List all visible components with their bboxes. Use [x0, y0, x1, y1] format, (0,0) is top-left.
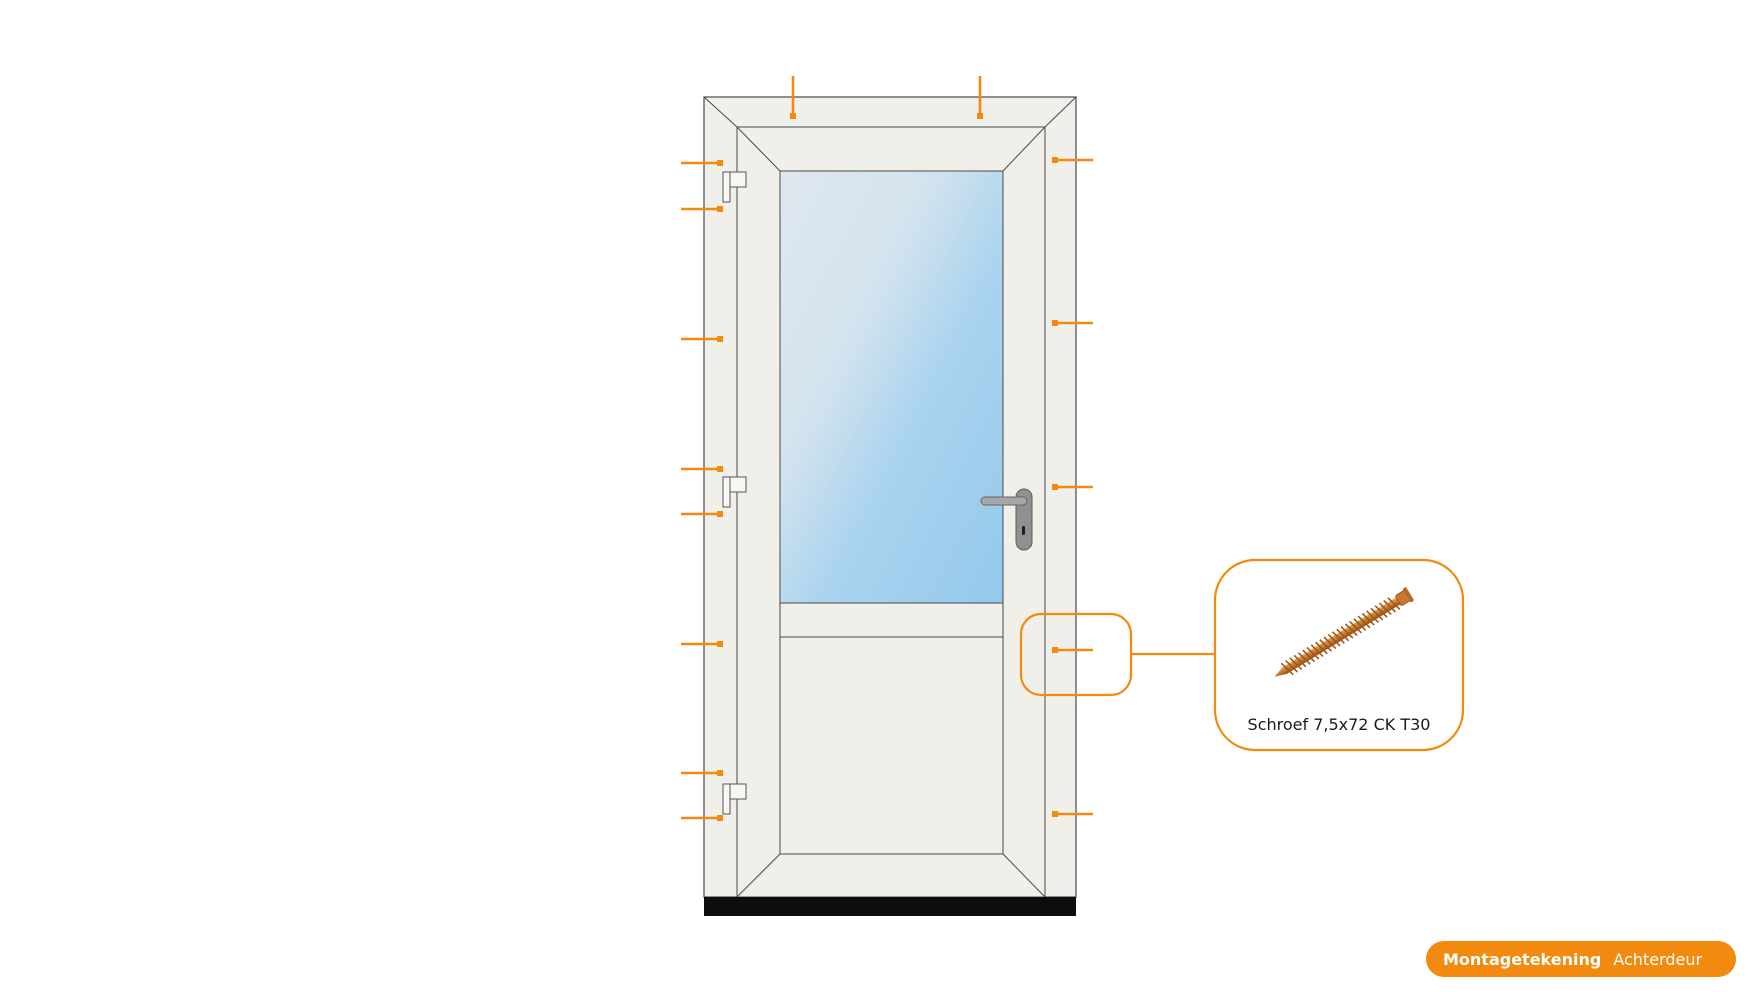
fixing-point-right-3 — [1052, 484, 1093, 490]
screw-thread — [1280, 662, 1294, 676]
screw-thread — [1302, 649, 1316, 663]
screw-thread — [1357, 615, 1371, 629]
frame-miter-top-right — [1044, 96, 1077, 128]
title-badge: Montagetekening Achterdeur — [1426, 941, 1736, 977]
screw-head-cap — [1402, 587, 1414, 603]
screw-thread — [1285, 659, 1298, 673]
fixing-dot — [717, 206, 723, 212]
screw-thread — [1314, 641, 1328, 655]
screw-thread — [1340, 625, 1354, 639]
screw-thread — [1344, 623, 1358, 637]
screw-thread — [1366, 610, 1379, 624]
sash-miter-top-left — [736, 126, 781, 172]
screw-thread — [1361, 612, 1375, 626]
hinge-knuckle — [722, 476, 731, 508]
door-handle-icon — [980, 488, 1033, 551]
fixing-dot — [717, 336, 723, 342]
fixing-dot — [790, 113, 796, 119]
fixing-dot — [717, 466, 723, 472]
screw-thread — [1370, 607, 1384, 621]
fixing-point-left-7 — [681, 770, 723, 776]
keyhole — [1022, 526, 1025, 535]
fixing-point-left-5 — [681, 511, 723, 517]
fixing-dot — [717, 160, 723, 166]
fixing-point-left-8 — [681, 815, 723, 821]
screw-thread — [1289, 657, 1303, 671]
screw-thread — [1297, 652, 1311, 665]
hinge-icon — [722, 476, 747, 508]
screw-thread — [1378, 602, 1392, 616]
callout-caption: Schroef 7,5x72 CK T30 — [1248, 715, 1431, 734]
threshold — [704, 897, 1076, 916]
fixing-dot — [717, 511, 723, 517]
fixing-point-top-1 — [790, 76, 796, 119]
fixing-point-left-4 — [681, 466, 723, 472]
screw-callout: Schroef 7,5x72 CK T30 — [1213, 558, 1465, 752]
screw-threads — [1280, 597, 1401, 676]
screw-thread — [1383, 599, 1397, 613]
screw-thread — [1336, 628, 1350, 642]
fixing-dot — [717, 770, 723, 776]
fixing-point-left-2 — [681, 206, 723, 212]
screw-thread — [1387, 597, 1401, 610]
callout-box — [1213, 558, 1465, 752]
mid-rail — [779, 602, 1004, 638]
screw-thread — [1327, 633, 1341, 647]
screw-icon — [1274, 587, 1414, 677]
hinge-icon — [722, 171, 747, 203]
badge-title: Montagetekening — [1443, 949, 1602, 969]
fixing-dot — [977, 113, 983, 119]
lower-panel — [779, 636, 1004, 855]
handle-lever — [980, 496, 1028, 506]
fixing-point-right-2 — [1052, 320, 1093, 326]
fixing-point-right-5 — [1052, 811, 1093, 817]
screw-thread — [1310, 644, 1324, 657]
screw-thread — [1353, 618, 1367, 631]
screw-thread — [1374, 605, 1388, 618]
fixing-point-left-3 — [681, 336, 723, 342]
screw-thread — [1293, 654, 1307, 668]
sash-miter-bottom-left — [736, 853, 781, 898]
sash-miter-bottom-right — [1002, 853, 1046, 898]
screw-thread — [1323, 636, 1337, 650]
frame-miter-top-left — [703, 96, 738, 128]
screw-thread — [1319, 639, 1333, 652]
fixing-point-right-4 — [1052, 647, 1093, 653]
fixing-point-left-6 — [681, 641, 723, 647]
hinge-knuckle — [722, 783, 731, 815]
fixing-points — [681, 76, 1093, 821]
glass-pane — [779, 170, 1004, 604]
screw-thread — [1349, 620, 1362, 634]
fixing-dot — [1052, 484, 1058, 490]
sash-miter-top-right — [1002, 126, 1046, 172]
fixing-point-right-1 — [1052, 157, 1093, 163]
screw-thread — [1306, 646, 1320, 660]
fixing-dot — [717, 641, 723, 647]
badge-subtitle: Achterdeur — [1613, 949, 1703, 969]
screw-thread — [1331, 631, 1345, 644]
hinge-knuckle — [722, 171, 731, 203]
fixing-dot — [1052, 157, 1058, 163]
hinges — [722, 171, 747, 815]
fixing-point-top-2 — [977, 76, 983, 119]
fixing-point-left-1 — [681, 160, 723, 166]
fixing-dot — [1052, 811, 1058, 817]
sash-frame — [736, 126, 1046, 898]
hinge-icon — [722, 783, 747, 815]
fixing-dot — [717, 815, 723, 821]
fixing-dot — [1052, 647, 1058, 653]
fixing-dot — [1052, 320, 1058, 326]
